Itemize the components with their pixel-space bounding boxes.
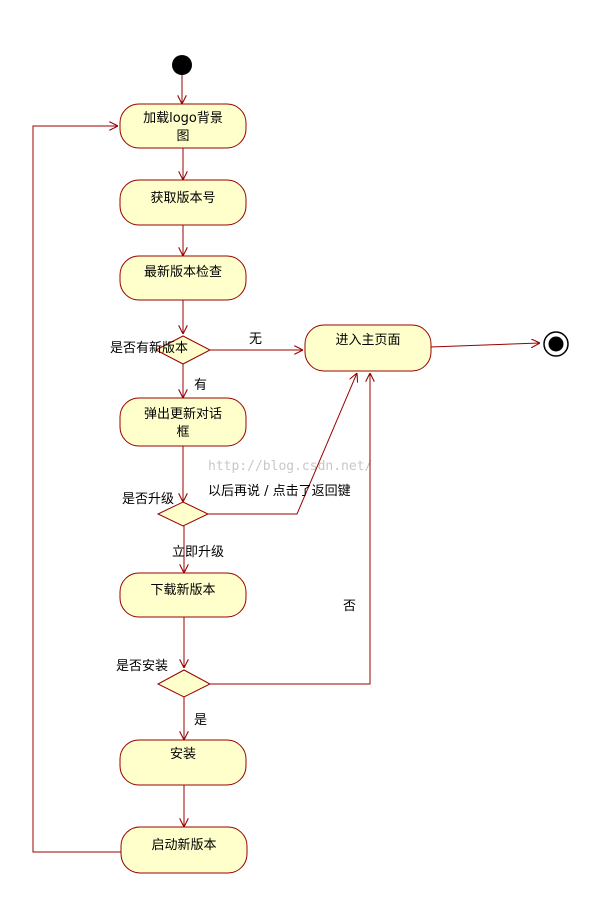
decision-has-new: [154, 335, 212, 365]
edge-decision2-main: [208, 373, 357, 515]
node-get-version-label: 获取版本号: [150, 191, 215, 206]
node-install-label: 安装: [170, 747, 196, 762]
node-download-label: 下载新版本: [150, 582, 215, 598]
node-load-logo-line2: 图: [176, 129, 189, 144]
decision-installed-label: 是否安装: [116, 659, 168, 674]
node-start-new-label: 启动新版本: [151, 837, 216, 853]
decision-upgrade-label: 是否升级: [122, 492, 174, 507]
end-node: [543, 331, 569, 357]
node-main-page-label: 进入主页面: [335, 333, 400, 348]
decision-has-new-label: 是否有新版本: [110, 340, 188, 356]
node-download: 下载新版本: [119, 572, 247, 618]
edge-label-has: 有: [194, 378, 207, 393]
start-node: [172, 55, 192, 75]
decision-installed: [156, 669, 212, 698]
edge-label-yes: 是: [194, 713, 207, 728]
watermark-text: http://blog.csdn.net/: [208, 459, 372, 474]
node-install: 安装: [119, 739, 247, 786]
node-show-dialog-line1: 弹出更新对话: [144, 406, 222, 422]
node-load-logo-line1: 加载logo背景: [143, 111, 223, 126]
node-get-version: 获取版本号: [119, 179, 247, 226]
node-show-dialog: 弹出更新对话 框: [119, 397, 247, 447]
edge-label-no: 否: [343, 599, 356, 614]
node-start-new: 启动新版本: [120, 826, 248, 874]
edge-label-upgrade-now: 立即升级: [172, 545, 224, 560]
node-check-latest-label: 最新版本检查: [144, 264, 222, 280]
node-check-latest: 最新版本检查: [119, 255, 247, 301]
edge-start-load-loop: [32, 126, 121, 853]
edge-main-end: [429, 343, 540, 347]
decision-upgrade: [156, 501, 210, 527]
node-main-page: 进入主页面: [304, 324, 432, 372]
edges: [32, 75, 540, 853]
edge-label-later: 以后再说 / 点击了返回键: [208, 484, 351, 499]
node-show-dialog-line2: 框: [176, 425, 189, 440]
node-load-logo: 加载logo背景 图: [119, 103, 247, 149]
edge-label-none: 无: [249, 332, 262, 347]
edge-decision3-main: [210, 373, 370, 685]
